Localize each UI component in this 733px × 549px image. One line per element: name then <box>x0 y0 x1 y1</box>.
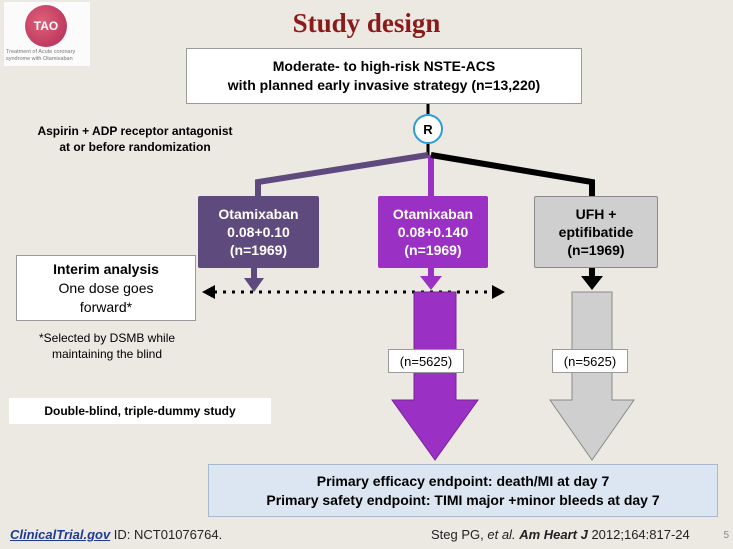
arm3-line3: (n=1969) <box>567 242 625 258</box>
interim-line3: forward* <box>79 298 133 315</box>
population-box: Moderate- to high-risk NSTE-ACS with pla… <box>186 48 582 104</box>
arm2-arrow-head <box>420 276 442 290</box>
citation-etal: et al. <box>487 527 516 542</box>
arm-otamixaban-high: Otamixaban 0.08+0.140 (n=1969) <box>378 196 488 268</box>
arm3-arrow-head <box>581 276 603 290</box>
arm3-line2: eptifibatide <box>558 224 634 240</box>
tao-logo-icon: TAO <box>25 5 67 47</box>
design-note: Double-blind, triple-dummy study <box>9 398 271 424</box>
randomization-label: R <box>423 121 433 137</box>
population-line1: Moderate- to high-risk NSTE-ACS <box>272 58 496 74</box>
arm3-continuation-arrow <box>549 291 635 461</box>
arm2-continuation-arrow <box>391 291 479 461</box>
arm1-line3: (n=1969) <box>229 242 288 258</box>
arm2-line3: (n=1969) <box>404 242 462 258</box>
registry-footer: ClinicalTrial.gov ID: NCT01076764. <box>10 527 222 542</box>
selection-note: *Selected by DSMB while maintaining the … <box>16 330 198 362</box>
selection-line2: maintaining the blind <box>51 347 163 361</box>
arm-otamixaban-low: Otamixaban 0.08+0.10 (n=1969) <box>198 196 319 268</box>
arm2-line2: 0.08+0.140 <box>397 224 469 240</box>
arm1-line2: 0.08+0.10 <box>227 224 290 240</box>
citation-rest: 2012;164:817-24 <box>587 527 690 542</box>
interim-analysis-box: Interim analysis One dose goes forward* <box>16 255 196 321</box>
safety-endpoint: Primary safety endpoint: TIMI major +min… <box>266 491 660 508</box>
arm1-line1: Otamixaban <box>218 206 299 222</box>
citation-journal: Am Heart J <box>519 527 588 542</box>
logo-caption: Treatment of Acute coronary syndrome wit… <box>6 49 76 62</box>
interim-title: Interim analysis <box>53 260 159 277</box>
logo-label: TAO <box>33 19 59 33</box>
arm2-continued-n: (n=5625) <box>388 349 464 373</box>
branch-line-arm3 <box>430 152 595 196</box>
arm3-line1: UFH + <box>575 206 617 222</box>
dotted-arrow-right-head <box>492 285 505 299</box>
registry-id: ID: NCT01076764. <box>110 527 223 542</box>
randomization-node: R <box>413 114 443 144</box>
branch-line-arm1 <box>255 152 429 196</box>
arm2-line1: Otamixaban <box>392 206 474 222</box>
endpoints-box: Primary efficacy endpoint: death/MI at d… <box>208 464 718 517</box>
selection-line1: *Selected by DSMB while <box>38 331 176 345</box>
population-line2: with planned early invasive strategy (n=… <box>227 77 541 93</box>
slide-title: Study design <box>292 8 441 38</box>
efficacy-endpoint: Primary efficacy endpoint: death/MI at d… <box>316 472 610 489</box>
dotted-arrow-left-head <box>202 285 215 299</box>
pretreatment-line1: Aspirin + ADP receptor antagonist <box>37 124 233 138</box>
arm3-continued-n: (n=5625) <box>552 349 628 373</box>
registry-link[interactable]: ClinicalTrial.gov <box>10 527 111 542</box>
arm1-arrow-head <box>244 278 264 292</box>
citation-footer: Steg PG, et al. Am Heart J 2012;164:817-… <box>431 527 690 542</box>
page-number: 5 <box>723 530 729 541</box>
interim-line2: One dose goes <box>58 279 154 296</box>
arm-ufh-eptifibatide: UFH + eptifibatide (n=1969) <box>534 196 658 268</box>
pretreatment-line2: at or before randomization <box>59 140 211 154</box>
citation-authors: Steg PG, <box>431 527 488 542</box>
pretreatment-note: Aspirin + ADP receptor antagonist at or … <box>17 123 253 155</box>
